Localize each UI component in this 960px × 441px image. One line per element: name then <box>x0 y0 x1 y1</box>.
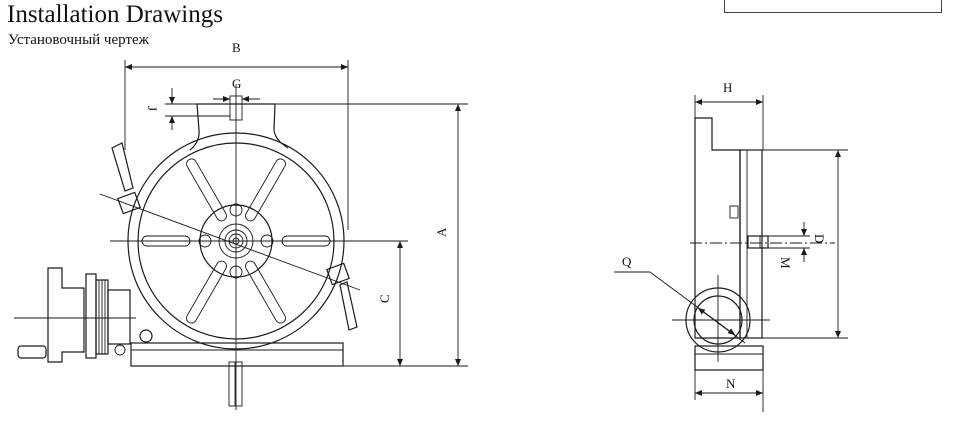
info-box <box>724 0 942 13</box>
dim-label-q: Q <box>622 254 632 269</box>
dim-label-c: C <box>377 294 392 303</box>
dim-label-d: D <box>812 234 827 243</box>
page-title: Installation Drawings <box>7 1 223 28</box>
front-view: B G J A C <box>14 40 468 410</box>
dim-label-g: G <box>232 76 241 91</box>
lock-lever-right <box>326 262 358 331</box>
page-subtitle: Установочный чертеж <box>8 32 149 48</box>
dim-label-h: H <box>723 80 732 95</box>
lock-lever-left <box>111 142 141 215</box>
dim-label-b: B <box>232 40 241 55</box>
dim-label-j: J <box>145 106 160 111</box>
worm-housing <box>14 267 136 363</box>
dim-label-m: M <box>778 257 793 269</box>
side-view: H D M N Q <box>614 80 848 412</box>
dim-label-a: A <box>434 227 449 237</box>
dim-label-n: N <box>726 376 736 391</box>
